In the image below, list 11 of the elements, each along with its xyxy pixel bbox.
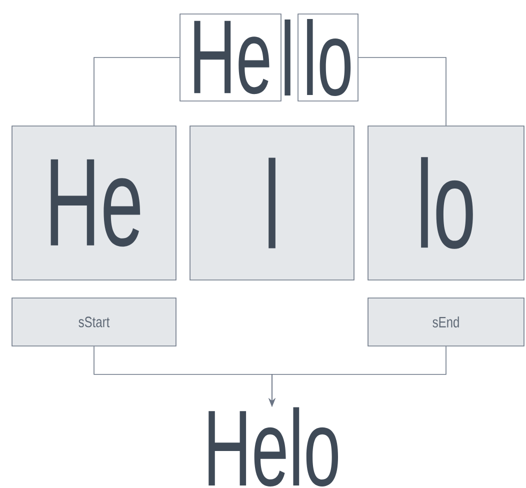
word-box: lo (298, 14, 358, 102)
letter-box: He (12, 126, 176, 280)
word-box: He (180, 14, 282, 102)
letter-box: l (190, 126, 354, 280)
string-box: sStart (12, 298, 176, 346)
connector (358, 57, 446, 126)
letter-text: l (284, 19, 290, 96)
connector (94, 57, 180, 126)
letter-box: lo (368, 126, 524, 280)
result-text: Helo (208, 407, 338, 486)
string-box: sEnd (368, 298, 524, 346)
